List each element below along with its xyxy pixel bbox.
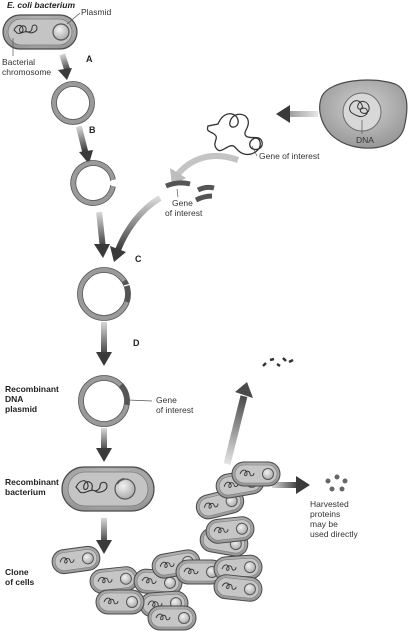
harvested-label-2: proteins <box>310 509 340 519</box>
bacterial-chromosome-squiggle <box>13 24 38 34</box>
ecoli-title: E. coli bacterium <box>7 0 75 10</box>
gene-of-interest-label-2a: Gene <box>172 198 193 208</box>
bacterial-chromosome-label-2: chromosome <box>2 67 51 77</box>
clone-label-2: of cells <box>5 577 35 587</box>
step-d-label: D <box>133 338 140 348</box>
clone-cell <box>231 461 281 487</box>
plasmid-ring-cut <box>70 160 116 206</box>
extracted-dna-tangle <box>206 113 263 156</box>
recombinant-plasmid-label-1: Recombinant <box>5 384 59 394</box>
dna-squiggle <box>349 100 370 117</box>
arrow-to-clone <box>96 518 112 554</box>
clone-cell <box>147 605 197 631</box>
plasmid-ring-insert <box>77 267 132 321</box>
harvested-label-1: Harvested <box>310 499 349 509</box>
gene-of-interest-label-3b: of interest <box>156 405 194 415</box>
clone-cell <box>89 566 139 594</box>
gene-of-interest-label-2b: of interest <box>165 208 203 218</box>
recombinant-bacterium <box>61 466 155 512</box>
arrow-extract-dna <box>276 105 318 123</box>
ecoli-bacterium <box>2 14 78 50</box>
recombinant-bacterium-label-1: Recombinant <box>5 477 59 487</box>
plasmid-ring-1 <box>51 81 95 125</box>
clone-cell <box>213 574 263 602</box>
arrow-to-bacterium <box>96 428 112 462</box>
recombinant-plasmid-label-3: plasmid <box>5 404 37 414</box>
arrow-to-harvested <box>272 476 310 494</box>
clone-cell <box>51 545 101 575</box>
arrow-to-proteins <box>223 382 253 465</box>
harvested-label-3: may be <box>310 519 338 529</box>
clone-label-1: Clone <box>5 567 29 577</box>
clone-cell <box>175 559 225 585</box>
arrow-step-d <box>96 322 112 366</box>
gene-of-interest-label-3a: Gene <box>156 395 177 405</box>
gene-fragments <box>165 180 215 203</box>
recombinant-bacterium-label-2: bacterium <box>5 487 46 497</box>
clone-cell <box>205 516 255 544</box>
harvested-label-4: used directly <box>310 529 358 539</box>
step-b-label: B <box>89 125 96 135</box>
arrows-converging <box>94 195 162 262</box>
step-c-label: C <box>135 254 142 264</box>
clone-cell <box>95 589 145 615</box>
recombinant-plasmid-label-2: DNA <box>5 394 23 404</box>
clone-cells <box>51 461 281 631</box>
harvested-dots <box>325 474 348 492</box>
plasmid-label: Plasmid <box>81 7 112 17</box>
protein-fragments <box>262 357 294 368</box>
dna-label: DNA <box>356 135 374 145</box>
clone-cell <box>213 554 263 582</box>
arrow-step-a <box>58 53 72 80</box>
bacterial-chromosome-label-1: Bacterial <box>2 57 35 67</box>
step-a-label: A <box>86 54 93 64</box>
donor-cell <box>319 79 408 149</box>
recombinant-plasmid <box>78 375 130 427</box>
plasmid-circle <box>52 23 70 41</box>
gene-of-interest-label-1: Gene of interest <box>259 151 320 161</box>
